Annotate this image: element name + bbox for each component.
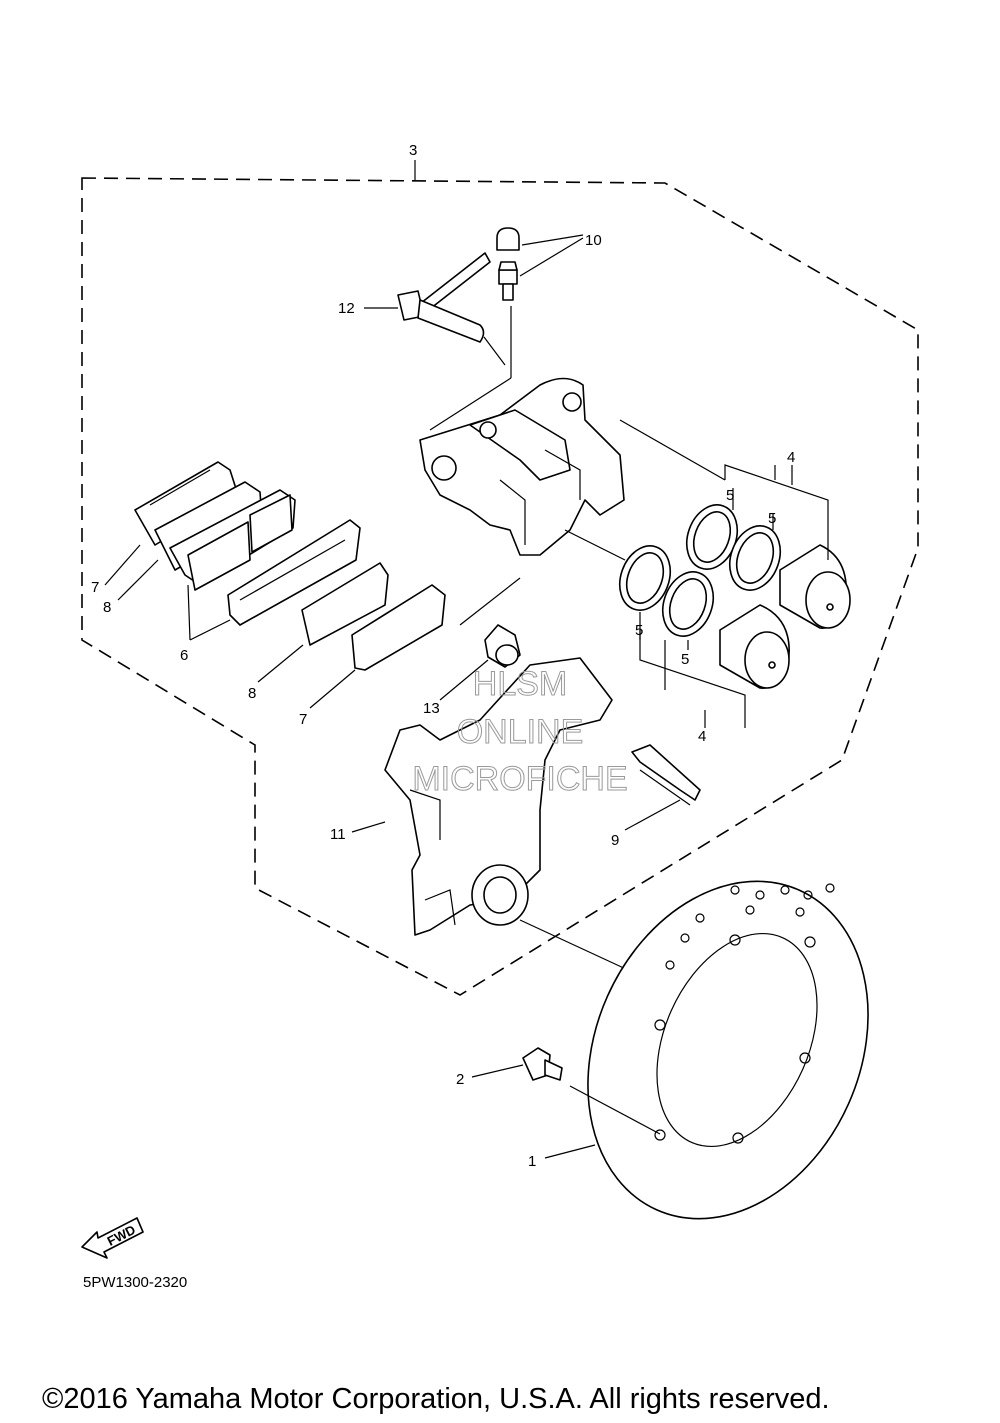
disc-bolt-part xyxy=(522,1047,563,1081)
brake-pad-part xyxy=(227,519,361,626)
piston-seal-part xyxy=(685,504,739,570)
pad-spring-part xyxy=(631,744,701,806)
piston-part xyxy=(719,604,790,689)
assembly-boundary xyxy=(81,177,919,996)
callout-13: 13 xyxy=(423,700,440,717)
pad-shim-part xyxy=(351,584,446,671)
callout-8-left: 8 xyxy=(103,599,111,616)
callout-4-top: 4 xyxy=(787,449,795,466)
watermark-line-3: MICROFICHE xyxy=(412,760,627,798)
callout-6: 6 xyxy=(180,647,188,664)
callout-7-right: 7 xyxy=(299,711,307,728)
fwd-label: FWD xyxy=(105,1222,138,1249)
callout-3: 3 xyxy=(409,142,417,159)
slide-pin-bolt-part xyxy=(397,252,506,366)
callout-5-a: 5 xyxy=(726,487,734,504)
piston-seal-part xyxy=(728,525,782,591)
piston-seal-part xyxy=(618,545,672,611)
caliper-body-part xyxy=(419,377,625,556)
callout-2: 2 xyxy=(456,1071,464,1088)
watermark-line-2: ONLINE xyxy=(457,713,584,751)
callout-5-b: 5 xyxy=(768,510,776,527)
piston-seal-part xyxy=(661,571,715,637)
copyright-notice: ©2016 Yamaha Motor Corporation, U.S.A. A… xyxy=(42,1383,830,1415)
callout-5-d: 5 xyxy=(681,651,689,668)
diagram-code: 5PW1300-2320 xyxy=(83,1274,187,1291)
brake-pad-part xyxy=(169,489,296,591)
callout-11: 11 xyxy=(330,826,346,843)
pad-shim-part xyxy=(134,461,239,546)
bleed-screw-part xyxy=(496,227,520,378)
forward-arrow-icon: FWD xyxy=(81,1217,144,1259)
callout-1: 1 xyxy=(528,1153,536,1170)
callout-10: 10 xyxy=(585,232,602,249)
callout-8-right: 8 xyxy=(248,685,256,702)
pin-boot-part xyxy=(484,624,521,668)
callout-5-c: 5 xyxy=(635,622,643,639)
callout-7-left: 7 xyxy=(91,579,99,596)
watermark-line-1: HLSM xyxy=(473,665,567,703)
pad-shim-part xyxy=(301,562,389,646)
watermark: HLSM ONLINE MICROFICHE xyxy=(412,665,628,799)
callout-12: 12 xyxy=(338,300,355,317)
caliper-bracket-part xyxy=(384,657,613,936)
callout-9: 9 xyxy=(611,832,619,849)
brake-disc-part xyxy=(587,880,869,1220)
callout-4-bottom: 4 xyxy=(698,728,706,745)
piston-part xyxy=(779,544,851,629)
